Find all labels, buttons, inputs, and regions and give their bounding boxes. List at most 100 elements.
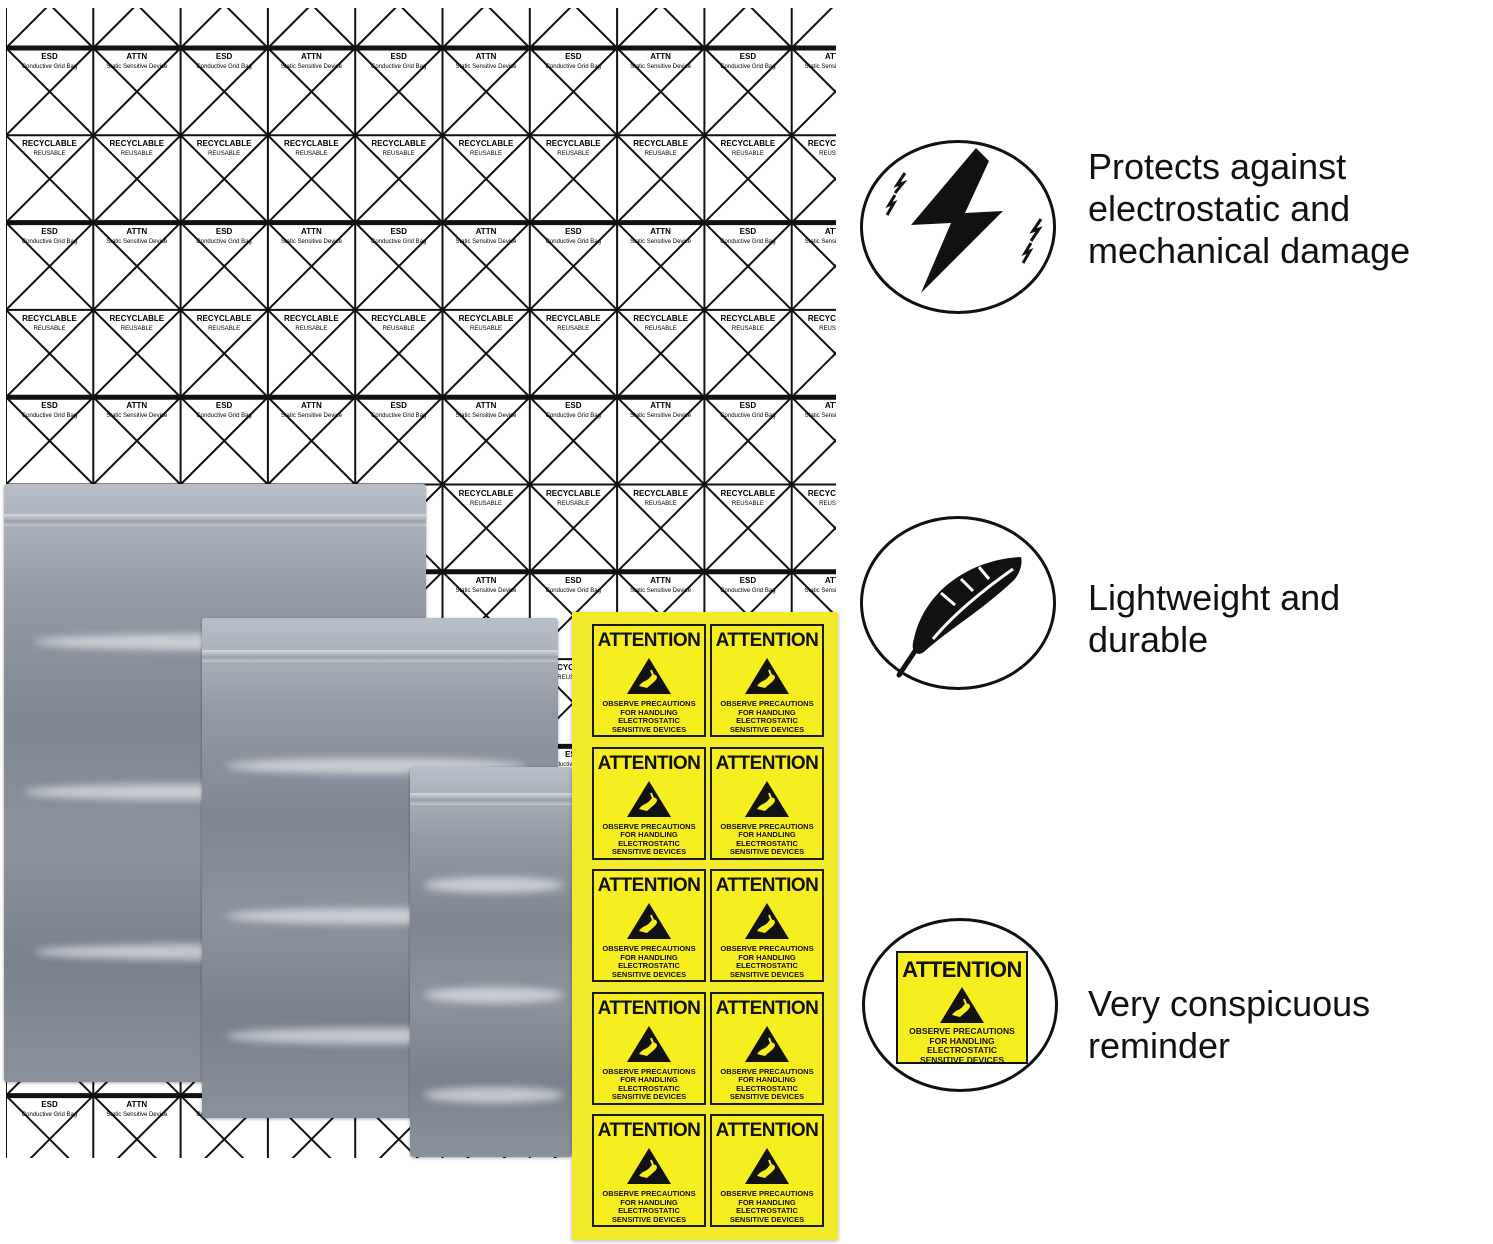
grid-cell-word: RECYCLABLE bbox=[545, 488, 601, 498]
grid-cell-word: ATTN bbox=[650, 52, 671, 61]
grid-cell: ATTN Static Sensitive Device bbox=[443, 572, 530, 659]
grid-cell-caption: REUSABLE bbox=[819, 500, 836, 507]
grid-cell-word: RECYCLABLE bbox=[633, 488, 688, 498]
label-line: ELECTROSTATIC bbox=[736, 716, 798, 725]
grid-cell-word: ATTN bbox=[301, 401, 322, 411]
lightning-icon bbox=[885, 148, 1043, 293]
grid-cell: RECYCLABLE REUSABLE bbox=[530, 485, 617, 572]
grid-cell-word: ESD bbox=[390, 401, 407, 411]
grid-cell-caption: Static Sensitive Device bbox=[455, 64, 517, 70]
esd-warning-symbol-icon bbox=[745, 658, 789, 694]
label-title: ATTENTION bbox=[597, 875, 701, 896]
grid-cell-word: RECYCLABLE bbox=[807, 488, 836, 498]
grid-cell-word: RECYCLABLE bbox=[22, 139, 77, 149]
grid-cell-caption: Static Sensitive Device bbox=[106, 1111, 168, 1118]
grid-cell-word: ESD bbox=[739, 52, 757, 61]
grid-cell-caption: REUSABLE bbox=[557, 500, 590, 507]
label-line: OBSERVE PRECAUTIONS bbox=[602, 1066, 696, 1076]
esd-warning-symbol-icon bbox=[627, 780, 671, 817]
grid-cell-caption: REUSABLE bbox=[208, 151, 241, 158]
small-shielding-bag bbox=[410, 767, 572, 1157]
label-line: OBSERVE PRECAUTIONS bbox=[602, 699, 696, 708]
feature-conspicuous-text: Very conspicuous reminder bbox=[1088, 983, 1370, 1067]
grid-cell-caption: REUSABLE bbox=[644, 500, 677, 507]
grid-cell-caption: Static Sensitive Device bbox=[804, 587, 836, 594]
grid-cell-word: ATTN bbox=[475, 52, 497, 61]
feature-2-line1: Lightweight and bbox=[1088, 577, 1341, 618]
grid-cell-word: RECYCLABLE bbox=[458, 313, 514, 323]
grid-cell-caption: Static Sensitive Device bbox=[455, 587, 517, 594]
grid-cell-caption: Conductive Grid Bag bbox=[371, 413, 427, 420]
grid-cell-caption: REUSABLE bbox=[382, 151, 415, 158]
grid-cell-caption: REUSABLE bbox=[731, 325, 764, 332]
grid-cell-word: ESD bbox=[390, 52, 407, 61]
label-line: OBSERVE PRECAUTIONS bbox=[720, 1189, 814, 1198]
feature-1-line2: electrostatic and bbox=[1088, 188, 1351, 229]
grid-cell-word: ESD bbox=[41, 52, 58, 61]
grid-cell-word: RECYCLABLE bbox=[458, 488, 514, 498]
esd-warning-symbol-icon bbox=[627, 903, 671, 939]
esd-warning-symbol-icon bbox=[745, 1148, 789, 1184]
label-title: ATTENTION bbox=[597, 1120, 701, 1141]
grid-cell-caption: REUSABLE bbox=[731, 500, 764, 507]
grid-cell-caption: REUSABLE bbox=[469, 500, 502, 507]
feature-lightweight-text: Lightweight and durable bbox=[1088, 577, 1340, 661]
big-label-line3: ELECTROSTATIC bbox=[926, 1045, 998, 1055]
grid-cell-caption: Conductive Grid Bag bbox=[371, 238, 427, 245]
grid-cell-word: ATTN bbox=[475, 575, 497, 585]
esd-warning-symbol-icon bbox=[745, 903, 789, 939]
grid-cell: RECYCLABLE REUSABLE bbox=[617, 485, 704, 572]
grid-cell-caption: Conductive Grid Bag bbox=[196, 238, 252, 245]
grid-cell-word: ATTN bbox=[126, 52, 148, 61]
label-line: OBSERVE PRECAUTIONS bbox=[602, 944, 696, 953]
esd-warning-symbol-icon bbox=[627, 1025, 671, 1062]
esd-warning-symbol-icon bbox=[745, 780, 789, 817]
grid-cell-word: ESD bbox=[215, 226, 233, 236]
grid-cell-caption: Static Sensitive Device bbox=[106, 238, 168, 245]
grid-cell-caption: REUSABLE bbox=[120, 325, 153, 332]
label-line: ELECTROSTATIC bbox=[736, 838, 798, 848]
grid-cell-caption: Conductive Grid Bag bbox=[720, 64, 776, 70]
grid-cell-word: RECYCLABLE bbox=[720, 313, 776, 323]
grid-cell-word: RECYCLABLE bbox=[284, 139, 339, 149]
grid-cell-caption: Static Sensitive Device bbox=[630, 64, 692, 70]
grid-cell-word: RECYCLABLE bbox=[807, 139, 836, 149]
grid-cell-caption: Conductive Grid Bag bbox=[720, 238, 776, 245]
label-title: ATTENTION bbox=[597, 752, 701, 774]
grid-cell-word: RECYCLABLE bbox=[633, 313, 688, 323]
grid-cell-word: ESD bbox=[565, 52, 582, 61]
grid-cell-word: RECYCLABLE bbox=[109, 313, 165, 323]
esd-warning-symbol-icon bbox=[745, 1025, 789, 1062]
grid-cell: ESD Conductive Grid Bag bbox=[355, 397, 442, 484]
label-line: SENSITIVE DEVICES bbox=[611, 847, 687, 856]
label-title: ATTENTION bbox=[597, 630, 701, 651]
grid-cell-word: RECYCLABLE bbox=[196, 313, 252, 323]
label-line: ELECTROSTATIC bbox=[618, 838, 680, 848]
label-line: OBSERVE PRECAUTIONS bbox=[720, 1066, 814, 1076]
grid-cell-word: ESD bbox=[215, 52, 233, 61]
